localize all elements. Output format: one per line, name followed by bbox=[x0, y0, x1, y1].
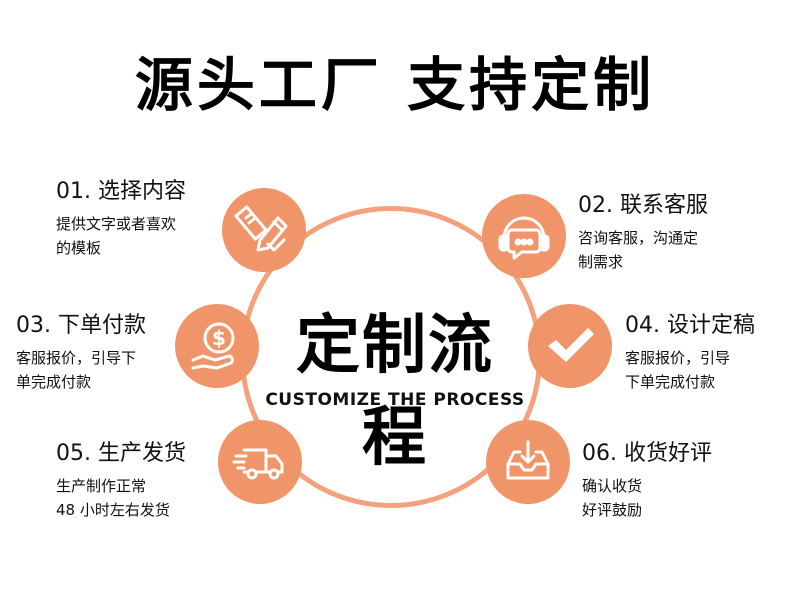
step-5-desc: 生产制作正常 48 小时左右发货 bbox=[56, 474, 186, 522]
headset-chat-icon bbox=[498, 216, 550, 260]
step-1: 01. 选择内容 提供文字或者喜欢 的模板 bbox=[56, 178, 186, 260]
step-3: 03. 下单付款 客服报价，引导下 单完成付款 bbox=[16, 312, 146, 394]
step-3-desc-line: 客服报价，引导下 bbox=[16, 349, 137, 367]
step-5-node bbox=[218, 420, 302, 504]
step-4-node bbox=[528, 304, 612, 388]
center-subtitle: CUSTOMIZE THE PROCESS bbox=[265, 390, 525, 410]
step-1-node bbox=[222, 188, 306, 272]
center-title: 定制流程 bbox=[296, 309, 494, 475]
step-3-title: 03. 下单付款 bbox=[16, 313, 146, 338]
step-4-desc: 客服报价，引导 下单完成付款 bbox=[625, 346, 755, 394]
delivery-truck-icon bbox=[232, 448, 284, 480]
step-1-desc: 提供文字或者喜欢 的模板 bbox=[56, 212, 186, 260]
step-1-desc-line: 提供文字或者喜欢 bbox=[56, 215, 177, 233]
step-6-node bbox=[486, 420, 570, 504]
step-5-desc-line: 生产制作正常 bbox=[56, 477, 147, 495]
step-2: 02. 联系客服 咨询客服，沟通定 制需求 bbox=[578, 192, 708, 274]
step-1-title: 01. 选择内容 bbox=[56, 179, 186, 204]
step-4-desc-line: 客服报价，引导 bbox=[625, 349, 731, 367]
step-3-desc-line: 单完成付款 bbox=[16, 373, 92, 391]
svg-text:$: $ bbox=[212, 326, 226, 350]
step-6-desc: 确认收货 好评鼓励 bbox=[582, 474, 712, 522]
step-5-title: 05. 生产发货 bbox=[56, 441, 186, 466]
step-5: 05. 生产发货 生产制作正常 48 小时左右发货 bbox=[56, 440, 186, 522]
coin-hand-icon: $ bbox=[191, 322, 235, 370]
step-2-node bbox=[482, 194, 566, 278]
step-3-desc: 客服报价，引导下 单完成付款 bbox=[16, 346, 146, 394]
step-6: 06. 收货好评 确认收货 好评鼓励 bbox=[582, 440, 712, 522]
step-2-desc-line: 制需求 bbox=[578, 253, 624, 271]
step-3-node: $ bbox=[175, 304, 259, 388]
step-5-desc-line: 48 小时左右发货 bbox=[56, 501, 170, 519]
step-6-desc-line: 好评鼓励 bbox=[582, 501, 643, 519]
step-4-title: 04. 设计定稿 bbox=[625, 313, 755, 338]
step-2-desc-line: 咨询客服，沟通定 bbox=[578, 229, 699, 247]
step-6-desc-line: 确认收货 bbox=[582, 477, 643, 495]
step-4-desc-line: 下单完成付款 bbox=[625, 373, 716, 391]
step-2-title: 02. 联系客服 bbox=[578, 193, 708, 218]
step-6-title: 06. 收货好评 bbox=[582, 441, 712, 466]
pencil-ruler-icon bbox=[234, 205, 288, 252]
step-2-desc: 咨询客服，沟通定 制需求 bbox=[578, 226, 708, 274]
inbox-download-icon bbox=[506, 440, 550, 480]
step-1-desc-line: 的模板 bbox=[56, 239, 102, 257]
page-headline: 源头工厂 支持定制 bbox=[134, 51, 656, 119]
checkmark-icon bbox=[548, 328, 594, 362]
step-4: 04. 设计定稿 客服报价，引导 下单完成付款 bbox=[625, 312, 755, 394]
